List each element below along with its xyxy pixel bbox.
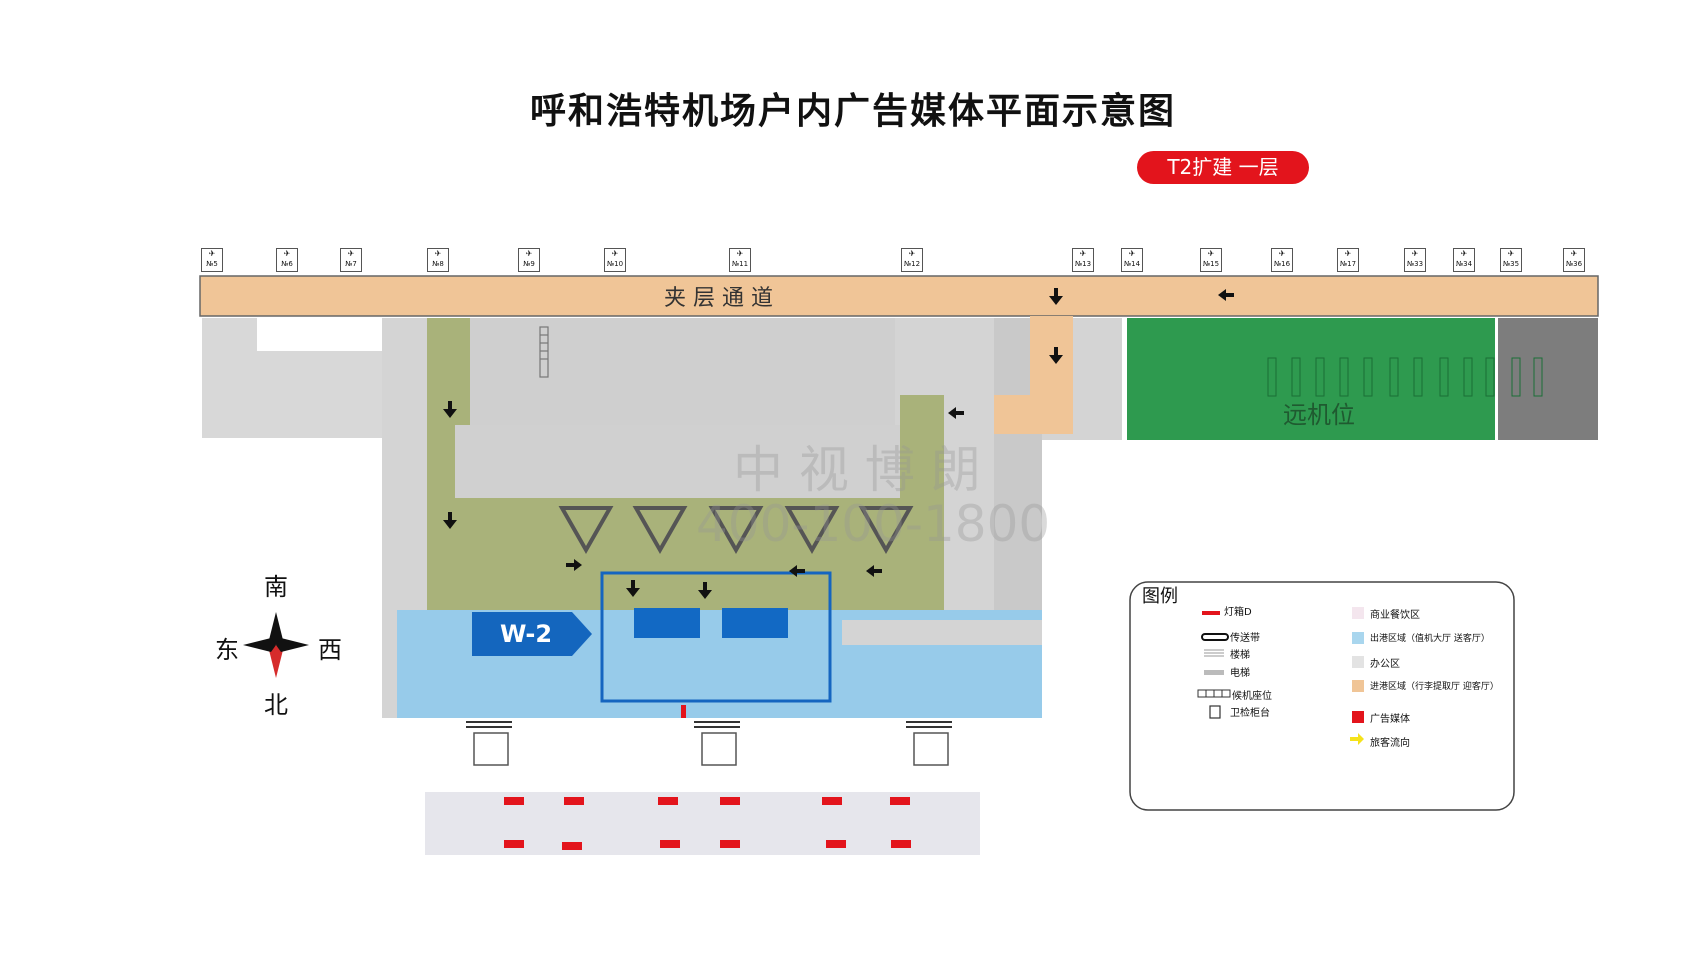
void-triangle-3 bbox=[708, 506, 764, 555]
gate-label: №5 bbox=[206, 260, 218, 268]
gate-6: ✈ №10 bbox=[604, 248, 626, 272]
gate-label: №11 bbox=[731, 260, 749, 268]
gate-3: ✈ №7 bbox=[340, 248, 362, 272]
airplane-icon: ✈ bbox=[1460, 249, 1468, 258]
gate-13: ✈ №17 bbox=[1337, 248, 1359, 272]
legend-elevator: 电梯 bbox=[1230, 668, 1250, 679]
gate-16: ✈ №35 bbox=[1500, 248, 1522, 272]
media-w2-tag-shape bbox=[472, 612, 592, 656]
gate-label: №13 bbox=[1074, 260, 1092, 268]
door-2 bbox=[701, 732, 737, 766]
gate-10: ✈ №14 bbox=[1121, 248, 1143, 272]
remote-stand-grey bbox=[1498, 318, 1598, 440]
legend-departure: 出港区域（值机大厅 送客厅） bbox=[1370, 634, 1490, 644]
airplane-icon: ✈ bbox=[1079, 249, 1087, 258]
gate-17: ✈ №36 bbox=[1563, 248, 1585, 272]
airplane-icon: ✈ bbox=[908, 249, 916, 258]
gate-9: ✈ №13 bbox=[1072, 248, 1094, 272]
gate-label: №10 bbox=[606, 260, 624, 268]
gate-label: №8 bbox=[432, 260, 444, 268]
airplane-icon: ✈ bbox=[283, 249, 291, 258]
gate-label: №9 bbox=[523, 260, 535, 268]
airplane-icon: ✈ bbox=[347, 249, 355, 258]
floor-badge: T2扩建 一层 bbox=[1137, 151, 1309, 184]
compass-icon bbox=[243, 612, 309, 678]
remote-stand-label: 远机位 bbox=[1283, 401, 1355, 429]
airplane-icon: ✈ bbox=[208, 249, 216, 258]
void-triangle-1 bbox=[558, 506, 614, 555]
door-3 bbox=[913, 732, 949, 766]
airplane-icon: ✈ bbox=[1207, 249, 1215, 258]
gate-label: №6 bbox=[281, 260, 293, 268]
red-marker bbox=[681, 705, 686, 718]
legend-seats: 候机座位 bbox=[1232, 691, 1272, 702]
gate-label: №36 bbox=[1565, 260, 1583, 268]
legend-commercial: 商业餐饮区 bbox=[1370, 610, 1420, 621]
media-w2-panel-2 bbox=[722, 608, 788, 638]
airplane-icon: ✈ bbox=[525, 249, 533, 258]
media-w2-frame bbox=[600, 571, 832, 703]
lightbox-group bbox=[504, 797, 911, 850]
gate-11: ✈ №15 bbox=[1200, 248, 1222, 272]
compass-east: 东 bbox=[215, 636, 239, 664]
airplane-icon: ✈ bbox=[611, 249, 619, 258]
airplane-icon: ✈ bbox=[1570, 249, 1578, 258]
flow-arrows bbox=[443, 288, 1234, 599]
void-triangle-5 bbox=[858, 506, 914, 555]
gate-5: ✈ №9 bbox=[518, 248, 540, 272]
legend-title: 图例 bbox=[1142, 586, 1178, 607]
airplane-icon: ✈ bbox=[1344, 249, 1352, 258]
stairs-icon bbox=[539, 326, 549, 378]
gate-4: ✈ №8 bbox=[427, 248, 449, 272]
legend-arrival: 进港区域（行李提取厅 迎客厅） bbox=[1370, 682, 1499, 692]
gate-label: №17 bbox=[1339, 260, 1357, 268]
airplane-icon: ✈ bbox=[1128, 249, 1136, 258]
mezzanine-label: 夹 层 通 道 bbox=[664, 286, 773, 311]
legend-flow: 旅客流向 bbox=[1370, 738, 1410, 749]
gate-14: ✈ №33 bbox=[1404, 248, 1426, 272]
airplane-icon: ✈ bbox=[1411, 249, 1419, 258]
watermark-phone: 400-100-1800 bbox=[696, 495, 1051, 553]
legend-office: 办公区 bbox=[1370, 659, 1400, 670]
gate-label: №12 bbox=[903, 260, 921, 268]
gate-12: ✈ №16 bbox=[1271, 248, 1293, 272]
compass-south: 南 bbox=[264, 573, 288, 601]
gate-label: №7 bbox=[345, 260, 357, 268]
gate-label: №14 bbox=[1123, 260, 1141, 268]
gate-label: №33 bbox=[1406, 260, 1424, 268]
legend-stairs: 楼梯 bbox=[1230, 650, 1250, 661]
gate-2: ✈ №6 bbox=[276, 248, 298, 272]
legend-counter: 卫检柜台 bbox=[1230, 708, 1270, 719]
watermark-name: 中 视 博 朗 bbox=[733, 441, 981, 499]
gate-8: ✈ №12 bbox=[901, 248, 923, 272]
mezzanine-corridor bbox=[199, 275, 1599, 317]
compass-west: 西 bbox=[318, 636, 342, 664]
compass-north: 北 bbox=[264, 691, 288, 719]
gate-15: ✈ №34 bbox=[1453, 248, 1475, 272]
map-title: 呼和浩特机场户内广告媒体平面示意图 bbox=[529, 91, 1176, 132]
legend-lightbox: 灯箱D bbox=[1224, 607, 1252, 618]
void-triangle-4 bbox=[784, 506, 840, 555]
gate-label: №34 bbox=[1455, 260, 1473, 268]
void-triangle-2 bbox=[632, 506, 688, 555]
door-1 bbox=[473, 732, 509, 766]
gate-1: ✈ №5 bbox=[201, 248, 223, 272]
gate-label: №35 bbox=[1502, 260, 1520, 268]
remote-stand-area bbox=[1127, 318, 1495, 440]
legend-box bbox=[1129, 581, 1515, 811]
media-w2-panel-1 bbox=[634, 608, 700, 638]
airplane-icon: ✈ bbox=[736, 249, 744, 258]
airplane-icon: ✈ bbox=[1507, 249, 1515, 258]
airplane-icon: ✈ bbox=[1278, 249, 1286, 258]
gate-label: №15 bbox=[1202, 260, 1220, 268]
gate-label: №16 bbox=[1273, 260, 1291, 268]
olive-flow-area bbox=[427, 318, 944, 610]
legend-media: 广告媒体 bbox=[1370, 714, 1410, 725]
airplane-icon: ✈ bbox=[434, 249, 442, 258]
gate-7: ✈ №11 bbox=[729, 248, 751, 272]
media-w2-tag: W-2 bbox=[500, 620, 553, 648]
legend-conveyor: 传送带 bbox=[1230, 633, 1260, 644]
